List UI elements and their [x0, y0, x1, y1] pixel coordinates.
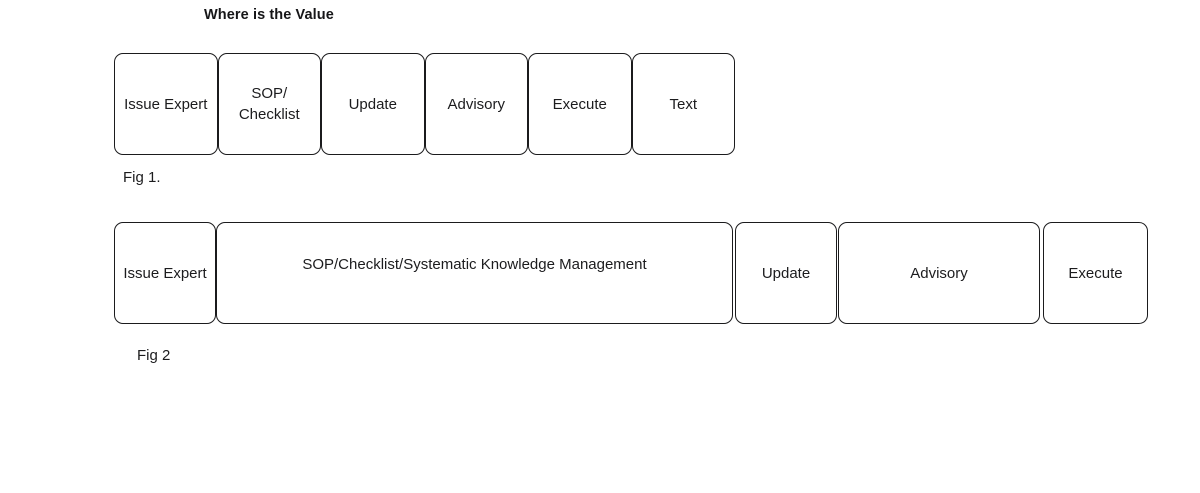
fig1-box-issue-expert: Issue Expert [114, 53, 218, 155]
box-label: Advisory [910, 264, 968, 282]
box-label: Advisory [447, 95, 506, 113]
fig2-box-execute: Execute [1043, 222, 1148, 324]
fig1-box-execute: Execute [528, 53, 632, 155]
box-label: Update [348, 95, 397, 113]
box-label: Issue Expert [123, 264, 207, 282]
fig1-box-advisory: Advisory [424, 53, 528, 155]
fig1-box-update: Update [321, 53, 425, 155]
fig1-caption: Fig 1. [123, 169, 161, 186]
box-label: SOP/Checklist/Systematic Knowledge Manag… [302, 255, 647, 273]
box-label: Execute [1068, 264, 1123, 282]
box-label: Text [669, 95, 697, 113]
fig1-row: Issue Expert SOP/ Checklist Update Advis… [114, 53, 735, 155]
fig2-box-sop-checklist-systematic-knowledge-management: SOP/Checklist/Systematic Knowledge Manag… [216, 222, 733, 324]
fig2-caption: Fig 2 [137, 347, 171, 364]
fig2-row: Issue Expert SOP/Checklist/Systematic Kn… [114, 222, 1148, 324]
fig1-box-sop-checklist: SOP/ Checklist [217, 53, 321, 155]
box-label: Execute [552, 95, 607, 113]
box-label: SOP/ Checklist [238, 85, 300, 123]
box-label: Update [761, 264, 811, 282]
fig2-box-issue-expert: Issue Expert [114, 222, 216, 324]
fig1-box-text: Text [631, 53, 735, 155]
diagram-title: Where is the Value [204, 7, 334, 23]
fig2-box-update: Update [735, 222, 837, 324]
fig2-box-advisory: Advisory [838, 222, 1040, 324]
box-label: Issue Expert [124, 95, 208, 113]
